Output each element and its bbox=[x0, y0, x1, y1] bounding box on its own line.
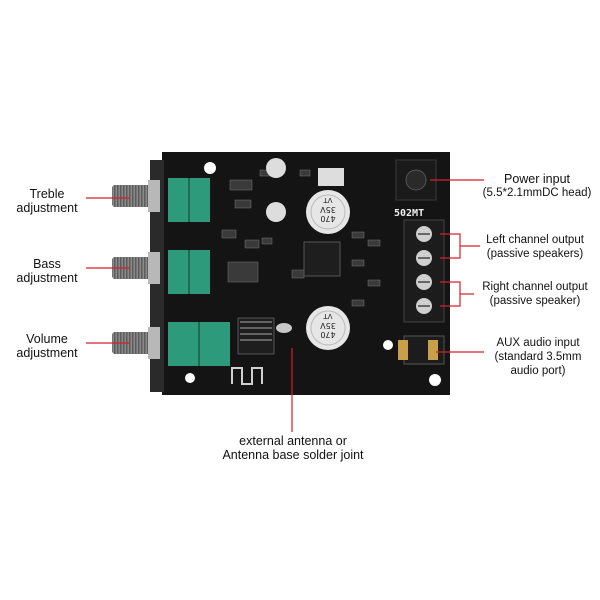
aux-label-line2: (standard 3.5mm bbox=[494, 351, 582, 363]
bass-label: Bass adjustment bbox=[10, 257, 84, 285]
volume-label-line1: Volume bbox=[26, 332, 68, 346]
treble-label-line2: adjustment bbox=[16, 201, 78, 215]
treble-label: Treble adjustment bbox=[10, 187, 84, 215]
board-model-label: 502MT bbox=[394, 208, 424, 219]
pcb-antenna bbox=[231, 367, 263, 385]
power-label-line2: (5.5*2.1mmDC head) bbox=[482, 187, 592, 199]
mount-hole bbox=[383, 340, 393, 350]
right-channel-line1: Right channel output bbox=[482, 281, 588, 293]
svg-text:470: 470 bbox=[320, 214, 335, 223]
left-channel-line1: Left channel output bbox=[486, 234, 584, 246]
right-channel-label: Right channel output (passive speaker) bbox=[472, 280, 598, 308]
mount-hole bbox=[185, 373, 195, 383]
volume-knob-icon bbox=[112, 327, 160, 359]
svg-text:VT: VT bbox=[323, 312, 333, 320]
aux-label-line1: AUX audio input bbox=[496, 337, 580, 349]
dc-power-jack bbox=[395, 159, 437, 201]
capacitor-2 bbox=[306, 306, 350, 350]
capacitor-2-text: 470 35V VT bbox=[320, 312, 336, 339]
svg-text:470: 470 bbox=[320, 330, 335, 339]
left-channel-label: Left channel output (passive speakers) bbox=[474, 233, 596, 261]
pointer-lines bbox=[86, 179, 484, 432]
bluetooth-chip bbox=[237, 317, 275, 355]
treble-knob-icon bbox=[112, 180, 160, 212]
volume-label-line2: adjustment bbox=[16, 346, 78, 360]
antenna-label: external antenna or Antenna base solder … bbox=[200, 434, 386, 462]
amplifier-chip bbox=[303, 241, 341, 277]
right-channel-line2: (passive speaker) bbox=[489, 295, 581, 307]
svg-text:VT: VT bbox=[323, 196, 333, 204]
terminal-screws bbox=[416, 226, 432, 314]
crystal bbox=[276, 323, 292, 333]
svg-text:35V: 35V bbox=[320, 321, 336, 330]
mount-hole bbox=[429, 374, 441, 386]
bass-knob-icon bbox=[112, 252, 160, 284]
antenna-label-line2: Antenna base solder joint bbox=[222, 448, 364, 462]
volume-label: Volume adjustment bbox=[10, 332, 84, 360]
mount-hole bbox=[204, 162, 216, 174]
bass-label-line2: adjustment bbox=[16, 271, 78, 285]
aux-input-label: AUX audio input (standard 3.5mm audio po… bbox=[480, 336, 596, 378]
left-channel-line2: (passive speakers) bbox=[486, 248, 584, 260]
power-label-line1: Power input bbox=[503, 172, 570, 186]
treble-label-line1: Treble bbox=[29, 187, 65, 201]
power-input-label: Power input (5.5*2.1mmDC head) bbox=[478, 172, 596, 200]
smd-components bbox=[221, 169, 381, 307]
inductor bbox=[318, 168, 344, 186]
antenna-label-line1: external antenna or bbox=[239, 434, 347, 448]
capacitor-1-text: 470 35V VT bbox=[320, 196, 336, 223]
inductor bbox=[266, 158, 286, 178]
svg-text:35V: 35V bbox=[320, 205, 336, 214]
capacitor-1 bbox=[306, 190, 350, 234]
bass-label-line1: Bass bbox=[33, 257, 61, 271]
inductor bbox=[266, 202, 286, 222]
aux-label-line3: audio port) bbox=[510, 365, 566, 377]
